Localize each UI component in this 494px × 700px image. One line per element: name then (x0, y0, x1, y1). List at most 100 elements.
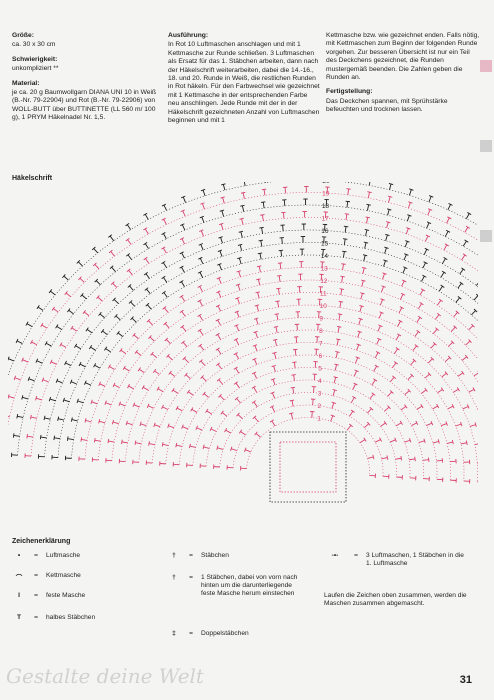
stitch-mark (143, 227, 148, 231)
stitch-mark (378, 324, 383, 328)
stitch-mark (259, 253, 262, 260)
stitch-mark (77, 400, 84, 404)
post-stitch-icon: † (172, 574, 176, 581)
stitch-mark (209, 426, 213, 432)
stitch-mark (181, 266, 185, 273)
stitch-mark (338, 300, 344, 303)
legend-text: Doppelstäbchen (201, 630, 249, 637)
stitch-mark (389, 390, 394, 394)
stitch-mark (335, 351, 340, 353)
stitch-mark (395, 334, 400, 341)
stitch-mark (269, 405, 275, 408)
stitch-mark (217, 334, 222, 340)
stitch-mark (183, 357, 189, 363)
stitch-mark (161, 217, 166, 221)
stitch-mark (398, 307, 403, 314)
round-line (57, 242, 478, 458)
stitch-mark (94, 439, 101, 442)
stitch-mark (427, 358, 433, 364)
stitch-mark (235, 283, 241, 286)
stitch-mark (257, 252, 263, 255)
stitch-mark (147, 405, 154, 409)
stitch-mark (471, 323, 475, 328)
stitch-mark (459, 281, 464, 286)
stitch-mark (293, 374, 295, 381)
stitch-mark (113, 384, 120, 388)
stitch-mark (108, 249, 113, 254)
stitch-mark (441, 258, 446, 264)
legend-item: • = Luftmasche (12, 552, 80, 560)
stitch-mark (179, 309, 184, 314)
stitch-mark (179, 237, 185, 241)
stitch-mark (215, 332, 220, 336)
stitch-mark (395, 457, 402, 460)
stitch-mark (21, 395, 24, 400)
stitch-mark (235, 353, 240, 360)
stitch-mark (84, 380, 87, 385)
stitch-mark (259, 226, 264, 229)
stitch-mark (461, 370, 465, 375)
stitch-mark (377, 325, 381, 332)
stitch-mark (376, 338, 380, 345)
stitch-mark (67, 308, 71, 313)
stitch-mark (179, 280, 184, 284)
round-number: 3 (318, 391, 322, 398)
stitch-mark (462, 240, 467, 247)
stitch-mark (156, 386, 160, 391)
stitch-mark (15, 338, 19, 344)
round-number: 1 (317, 416, 321, 423)
stitch-mark (217, 249, 223, 252)
stitch-mark (404, 241, 408, 248)
round-number: 2 (317, 403, 321, 410)
stitch-mark (98, 311, 102, 316)
stitch-mark (343, 238, 346, 245)
stitch-mark (344, 213, 350, 215)
round-number: 4 (318, 378, 322, 385)
stitch-mark (50, 290, 56, 296)
stitch-mark (180, 209, 185, 213)
round-number: 6 (319, 353, 323, 360)
stitch-mark (74, 343, 78, 348)
stitch-mark (217, 348, 222, 355)
stitch-mark (386, 221, 391, 224)
stitch-mark (441, 270, 447, 274)
stitch-mark (163, 204, 168, 211)
stitch-mark (231, 448, 238, 452)
stitch-mark (422, 274, 427, 278)
stitch-mark (181, 252, 185, 259)
stitch-mark (399, 293, 404, 300)
stitch-mark (199, 272, 204, 278)
stitch-mark (66, 436, 69, 441)
stitch-mark (455, 310, 460, 315)
stitch-mark (199, 215, 205, 219)
stitch-mark (127, 383, 130, 389)
stitch-mark (465, 340, 471, 346)
stitch-mark (359, 439, 366, 444)
stitch-mark (181, 195, 186, 199)
stitch-mark (77, 261, 83, 267)
stitch-mark (407, 214, 412, 217)
stitch-mark (238, 230, 244, 233)
stitch-mark (201, 203, 205, 210)
stitch-mark (200, 360, 206, 366)
stitch-mark (112, 382, 116, 388)
stitch-mark (359, 305, 362, 312)
stitch-mark (336, 339, 339, 346)
stitch-mark (274, 339, 277, 346)
stitch-mark (181, 326, 187, 332)
stitch-mark (404, 390, 410, 395)
stitch-mark (95, 280, 101, 286)
stitch-mark (181, 281, 185, 288)
stitch-mark (79, 277, 85, 283)
stitch-mark (424, 373, 430, 379)
stitch-mark (179, 265, 184, 269)
stitch-mark (389, 376, 395, 383)
stitch-mark (126, 422, 133, 426)
stitch-mark (99, 420, 106, 424)
stitch-mark (274, 313, 280, 315)
stitch-mark (121, 441, 128, 444)
stitch-mark (85, 327, 89, 332)
stitch-mark (126, 268, 131, 273)
stitch-mark (421, 389, 427, 394)
stitch-mark (218, 379, 224, 385)
